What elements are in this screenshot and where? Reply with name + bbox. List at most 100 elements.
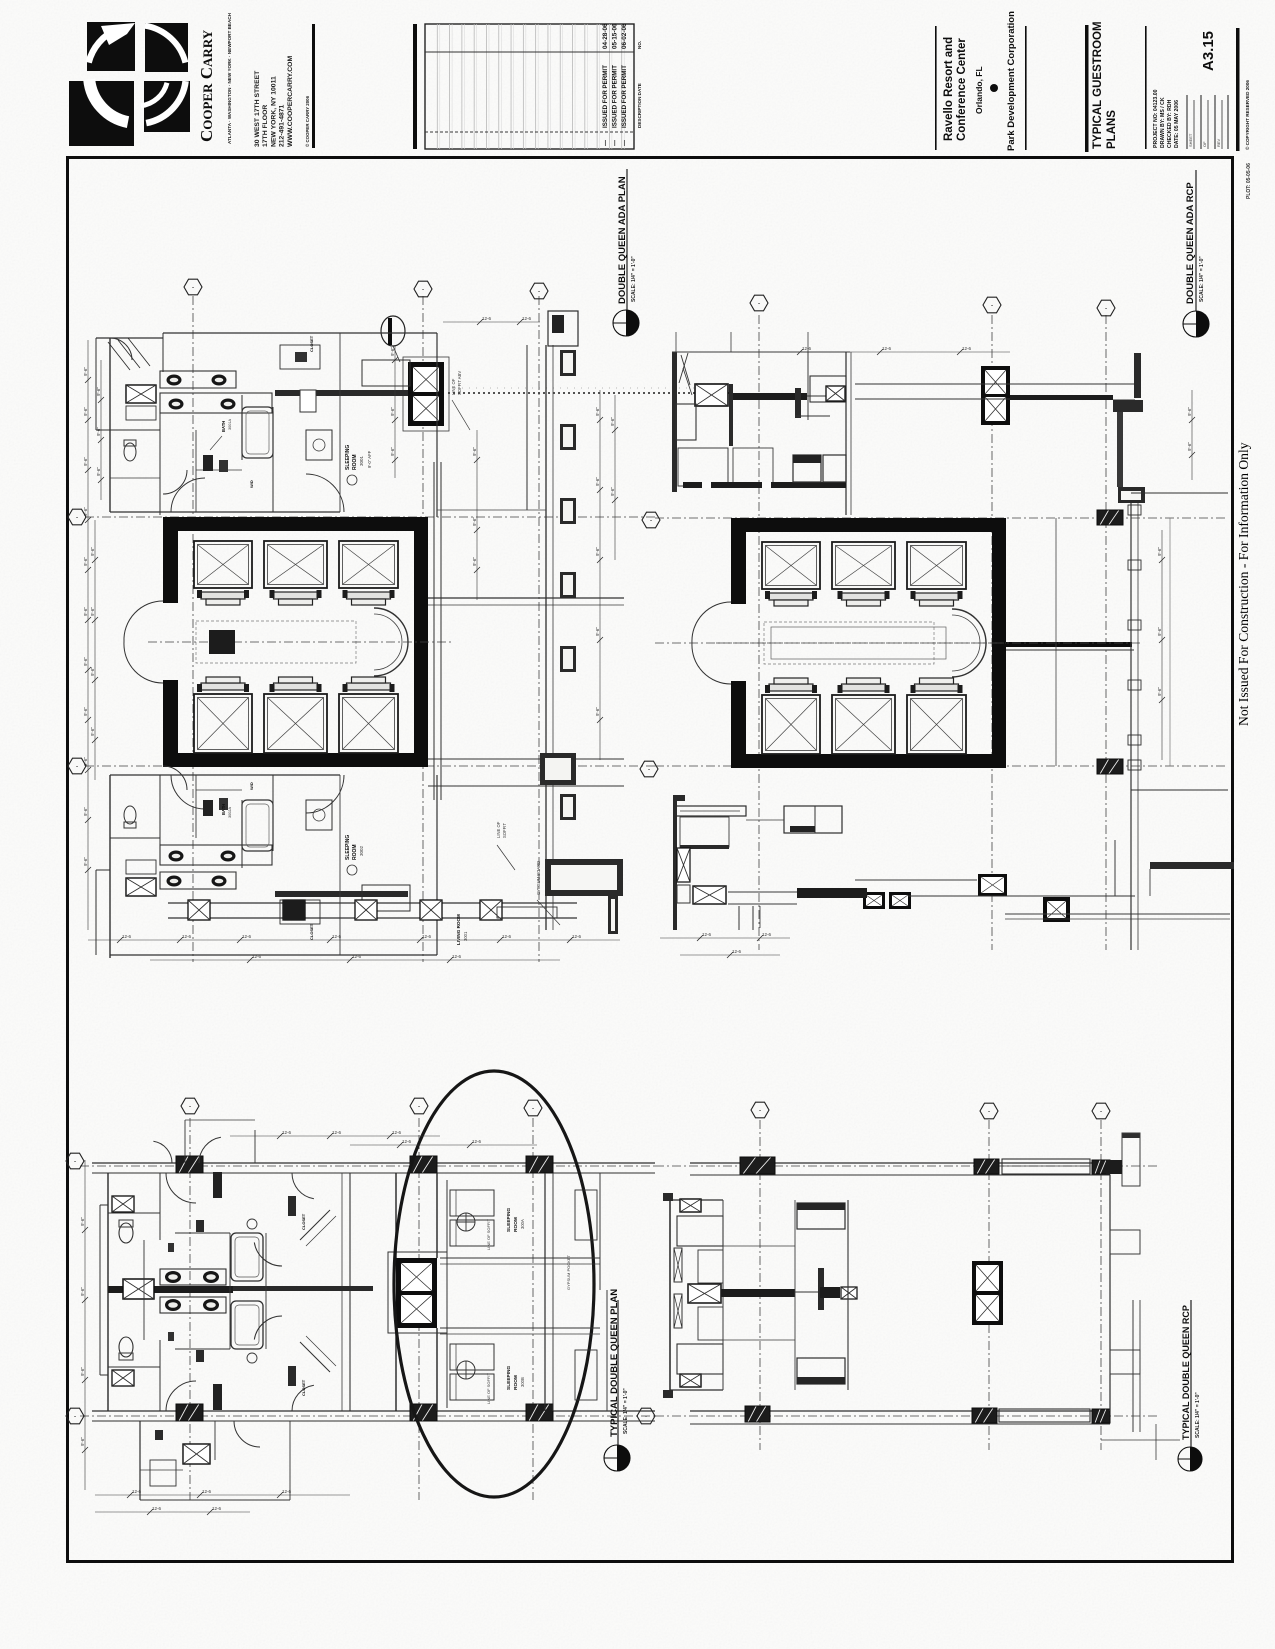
svg-text:9'-6": 9'-6" bbox=[83, 507, 88, 516]
svg-text:-: - bbox=[74, 1159, 77, 1166]
svg-text:DOUBLE QUEEN ADA RCP: DOUBLE QUEEN ADA RCP bbox=[1185, 182, 1196, 304]
svg-text:04-28-06: 04-28-06 bbox=[602, 23, 609, 49]
svg-text:-: - bbox=[192, 285, 195, 292]
svg-text:05-15-06: 05-15-06 bbox=[612, 23, 619, 49]
svg-text:12-6: 12-6 bbox=[332, 1130, 342, 1135]
svg-text:SCALE: 1/4" = 1'-0": SCALE: 1/4" = 1'-0" bbox=[631, 256, 637, 302]
svg-text:LINE OF: LINE OF bbox=[451, 378, 456, 395]
svg-text:SOFFIT ABV: SOFFIT ABV bbox=[457, 371, 462, 395]
svg-text:TYPICAL DOUBLE QUEEN PLAN: TYPICAL DOUBLE QUEEN PLAN bbox=[609, 1289, 620, 1437]
svg-text:ROOM: ROOM bbox=[352, 454, 358, 470]
svg-text:9'-6": 9'-6" bbox=[595, 477, 600, 486]
svg-text:ISSUED FOR PERMIT: ISSUED FOR PERMIT bbox=[602, 65, 609, 128]
svg-text:12-6: 12-6 bbox=[482, 316, 492, 321]
svg-text:-: - bbox=[991, 303, 994, 310]
svg-text:12-6: 12-6 bbox=[882, 346, 892, 351]
svg-text:3002: 3002 bbox=[359, 845, 364, 856]
svg-text:9'-6": 9'-6" bbox=[83, 757, 88, 766]
svg-text:12-6: 12-6 bbox=[762, 932, 772, 937]
svg-text:-: - bbox=[418, 1104, 421, 1111]
svg-text:-: - bbox=[1105, 306, 1108, 313]
svg-text:9'-6": 9'-6" bbox=[1187, 407, 1192, 416]
svg-text:9'-6": 9'-6" bbox=[83, 857, 88, 866]
svg-text:9'-6": 9'-6" bbox=[80, 1287, 85, 1296]
svg-text:06-02-06: 06-02-06 bbox=[621, 23, 628, 49]
svg-text:CLOSET: CLOSET bbox=[309, 923, 314, 940]
svg-text:SCALE: 1/4" = 1'-0": SCALE: 1/4" = 1'-0" bbox=[1199, 256, 1205, 302]
svg-text:9'-6": 9'-6" bbox=[1157, 547, 1162, 556]
svg-text:-: - bbox=[74, 1414, 77, 1421]
svg-text:9'-6": 9'-6" bbox=[390, 347, 395, 356]
svg-text:CLOSET: CLOSET bbox=[301, 1213, 306, 1230]
svg-text:12-6: 12-6 bbox=[332, 934, 342, 939]
svg-text:-: - bbox=[189, 1104, 192, 1111]
svg-text:9'-6": 9'-6" bbox=[595, 627, 600, 636]
svg-text:WWW.COOPERCARRY.COM: WWW.COOPERCARRY.COM bbox=[287, 56, 294, 147]
svg-text:SLEEPING: SLEEPING bbox=[345, 445, 351, 470]
svg-text:SHEET: SHEET bbox=[1188, 133, 1193, 147]
svg-text:-: - bbox=[538, 289, 541, 296]
svg-text:12-6: 12-6 bbox=[282, 1489, 292, 1494]
svg-text:GYPSUM POCKET: GYPSUM POCKET bbox=[566, 1255, 571, 1290]
svg-text:OF: OF bbox=[1202, 141, 1207, 147]
svg-text:COOPER CARRY: COOPER CARRY bbox=[197, 29, 216, 142]
svg-text:Park Development Corporation: Park Development Corporation bbox=[1006, 11, 1017, 151]
svg-text:ISSUED FOR PERMIT: ISSUED FOR PERMIT bbox=[612, 65, 619, 128]
svg-text:9'-6": 9'-6" bbox=[90, 667, 95, 676]
svg-text:12-6: 12-6 bbox=[522, 316, 532, 321]
svg-text:3001: 3001 bbox=[463, 931, 468, 941]
svg-text:CHECKED BY: RDH: CHECKED BY: RDH bbox=[1167, 99, 1173, 148]
svg-text:12-6: 12-6 bbox=[472, 1139, 482, 1144]
svg-text:9'-6": 9'-6" bbox=[96, 387, 101, 396]
svg-text:300B: 300B bbox=[520, 1377, 525, 1387]
svg-text:9'-6": 9'-6" bbox=[96, 427, 101, 436]
svg-text:REV: REV bbox=[1216, 138, 1221, 147]
svg-text:9'-6": 9'-6" bbox=[472, 517, 477, 526]
svg-text:9'-6": 9'-6" bbox=[610, 417, 615, 426]
svg-text:12-6: 12-6 bbox=[182, 934, 192, 939]
svg-text:Ravello Resort and: Ravello Resort and bbox=[943, 37, 955, 141]
svg-text:12-6: 12-6 bbox=[452, 954, 462, 959]
svg-text:—: — bbox=[613, 140, 619, 146]
svg-text:9'-6": 9'-6" bbox=[610, 487, 615, 496]
svg-text:300A: 300A bbox=[520, 1219, 525, 1229]
svg-text:-: - bbox=[988, 1109, 991, 1116]
svg-text:9'-6": 9'-6" bbox=[80, 1437, 85, 1446]
svg-text:12-6: 12-6 bbox=[402, 1139, 412, 1144]
svg-text:DESCRIPTION DATE: DESCRIPTION DATE bbox=[637, 83, 642, 128]
svg-text:DOUBLE QUEEN ADA PLAN: DOUBLE QUEEN ADA PLAN bbox=[617, 176, 628, 304]
svg-text:© COOPER CARRY 2006: © COOPER CARRY 2006 bbox=[305, 95, 310, 147]
svg-text:9'-6": 9'-6" bbox=[83, 557, 88, 566]
svg-text:212-491-4871: 212-491-4871 bbox=[279, 104, 286, 147]
svg-text:12-6: 12-6 bbox=[962, 346, 972, 351]
svg-text:© COPYRIGHT RESERVED 2006: © COPYRIGHT RESERVED 2006 bbox=[1244, 80, 1250, 150]
svg-text:9'-6": 9'-6" bbox=[595, 547, 600, 556]
svg-text:9'-6": 9'-6" bbox=[83, 367, 88, 376]
svg-text:W/D: W/D bbox=[249, 480, 254, 488]
svg-text:Orlando, FL: Orlando, FL bbox=[974, 66, 984, 114]
svg-text:9'-6": 9'-6" bbox=[1157, 687, 1162, 696]
svg-text:PROJECT NO: 04123.00: PROJECT NO: 04123.00 bbox=[1153, 89, 1159, 148]
svg-text:NEW YORK, NY 10011: NEW YORK, NY 10011 bbox=[270, 76, 277, 147]
svg-text:NO.: NO. bbox=[637, 41, 642, 49]
svg-text:TYPICAL DOUBLE QUEEN RCP: TYPICAL DOUBLE QUEEN RCP bbox=[1181, 1305, 1191, 1440]
svg-text:-: - bbox=[76, 515, 79, 522]
svg-text:SCALE: 1/4" = 1'-0": SCALE: 1/4" = 1'-0" bbox=[1195, 1392, 1201, 1438]
svg-text:12-6: 12-6 bbox=[252, 954, 262, 959]
svg-text:12-6: 12-6 bbox=[572, 934, 582, 939]
svg-text:9'-6": 9'-6" bbox=[80, 1367, 85, 1376]
svg-text:ATLANTA · WASHINGTON · NEW YOR: ATLANTA · WASHINGTON · NEW YORK · NEWPOR… bbox=[227, 12, 232, 144]
svg-text:-: - bbox=[759, 1108, 762, 1115]
svg-text:ROOM: ROOM bbox=[513, 1217, 519, 1232]
svg-text:12-6: 12-6 bbox=[122, 934, 132, 939]
svg-text:12-6: 12-6 bbox=[202, 1489, 212, 1494]
svg-text:12-6: 12-6 bbox=[242, 934, 252, 939]
svg-text:9'-6": 9'-6" bbox=[83, 657, 88, 666]
svg-text:PLANS: PLANS bbox=[1106, 110, 1118, 149]
svg-text:9'-6": 9'-6" bbox=[83, 607, 88, 616]
svg-text:Conference Center: Conference Center bbox=[956, 38, 968, 141]
svg-text:LINE OF SOFFIT: LINE OF SOFFIT bbox=[486, 1373, 491, 1404]
svg-text:BATH: BATH bbox=[221, 804, 226, 815]
svg-text:CLOSET: CLOSET bbox=[309, 335, 314, 352]
svg-text:9'-6": 9'-6" bbox=[472, 447, 477, 456]
